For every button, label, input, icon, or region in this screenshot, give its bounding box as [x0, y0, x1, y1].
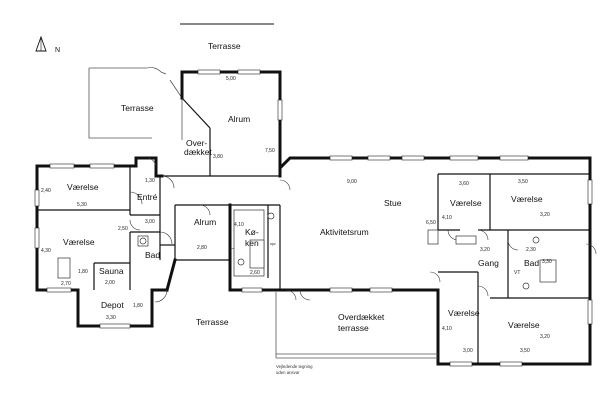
interior-walls	[37, 166, 590, 364]
dim-label: 2,80	[197, 245, 207, 251]
room-sauna: Sauna	[99, 266, 124, 276]
dim-label: 3,60	[459, 181, 469, 187]
room-overdaekket-terrasse-1: Overdækket	[338, 312, 385, 322]
room-vaerelse-d: Værelse	[511, 194, 543, 204]
room-terrasse-bottom: Terrasse	[196, 317, 229, 327]
windows	[34, 69, 593, 367]
room-overdaekket-2: dækket	[184, 147, 213, 157]
dim-label: 1,30	[145, 178, 155, 184]
dim-label: 4,10	[442, 326, 452, 332]
dim-label: 4,10	[234, 222, 244, 228]
terrace-outline	[88, 67, 183, 140]
dim-label: 2,30	[526, 247, 536, 253]
room-koekken-1: Kø-	[245, 227, 259, 237]
compass-label: N	[55, 47, 60, 54]
compass-icon	[35, 35, 47, 52]
dim-label: 3,50	[518, 179, 528, 185]
room-vaerelse-f: Værelse	[508, 320, 540, 330]
vt-label: VT	[514, 270, 520, 276]
room-stue: Stue	[384, 198, 402, 208]
room-overdaekket-1: Over-	[186, 138, 207, 148]
dim-label: 3,20	[480, 247, 490, 253]
room-vaerelse-b: Værelse	[63, 237, 95, 247]
dim-label: 5,00	[226, 76, 236, 82]
room-bad-left: Bad	[145, 250, 160, 260]
doors	[129, 157, 597, 303]
dim-label: 2,70	[61, 281, 71, 287]
room-entre: Entré	[137, 192, 158, 202]
dim-label: 3,00	[145, 219, 155, 225]
dim-label: 3,30	[542, 259, 552, 265]
room-terrasse-top: Terrasse	[208, 41, 241, 51]
dim-label: 9,00	[347, 179, 357, 185]
disclaimer-line-1: Vejledende tegning	[276, 364, 313, 369]
fixtures	[57, 209, 557, 290]
dim-label: 2,50	[118, 226, 128, 232]
room-gang: Gang	[478, 258, 499, 268]
dimension-labels: 5,00 7,50 3,80 2,40 5,30 1,30 3,00 2,50 …	[41, 76, 552, 354]
dim-label: 3,00	[463, 348, 473, 354]
dim-label: 1,80	[78, 269, 88, 275]
dim-label: 1,80	[133, 303, 143, 309]
room-koekken-2: ken	[245, 238, 259, 248]
dim-label: 7,50	[265, 148, 275, 154]
room-alrum-mid: Alrum	[194, 217, 216, 227]
opv-label: opv	[270, 242, 276, 246]
dim-label: 2,60	[250, 270, 260, 276]
room-alrum-top: Alrum	[228, 114, 250, 124]
dim-label: 5,30	[77, 202, 87, 208]
dim-label: 2,00	[105, 280, 115, 286]
room-depot: Depot	[101, 300, 124, 310]
dim-label: 3,80	[213, 154, 223, 160]
room-vaerelse-c: Værelse	[450, 198, 482, 208]
room-terrasse-left: Terrasse	[121, 103, 154, 113]
dim-label: 4,10	[442, 215, 452, 221]
covered-terrace-outline	[275, 292, 438, 359]
dim-label: 3,20	[540, 334, 550, 340]
dim-label: 2,40	[41, 188, 51, 194]
dim-label: 3,20	[540, 212, 550, 218]
room-aktivitetsrum: Aktivitetsrum	[320, 227, 369, 237]
room-labels: Terrasse Terrasse Alrum Over- dækket Vær…	[63, 41, 543, 333]
room-vaerelse-e: Værelse	[448, 308, 480, 318]
dim-label: 4,30	[41, 248, 51, 254]
dim-label: 6,50	[426, 220, 436, 226]
dim-label: 3,30	[106, 315, 116, 321]
room-vaerelse-a: Værelse	[67, 182, 99, 192]
room-bad-right: Bad	[524, 258, 539, 268]
disclaimer-line-2: uden ansvar	[276, 370, 300, 375]
dim-label: 3,50	[520, 348, 530, 354]
room-overdaekket-terrasse-2: terrasse	[338, 323, 369, 333]
